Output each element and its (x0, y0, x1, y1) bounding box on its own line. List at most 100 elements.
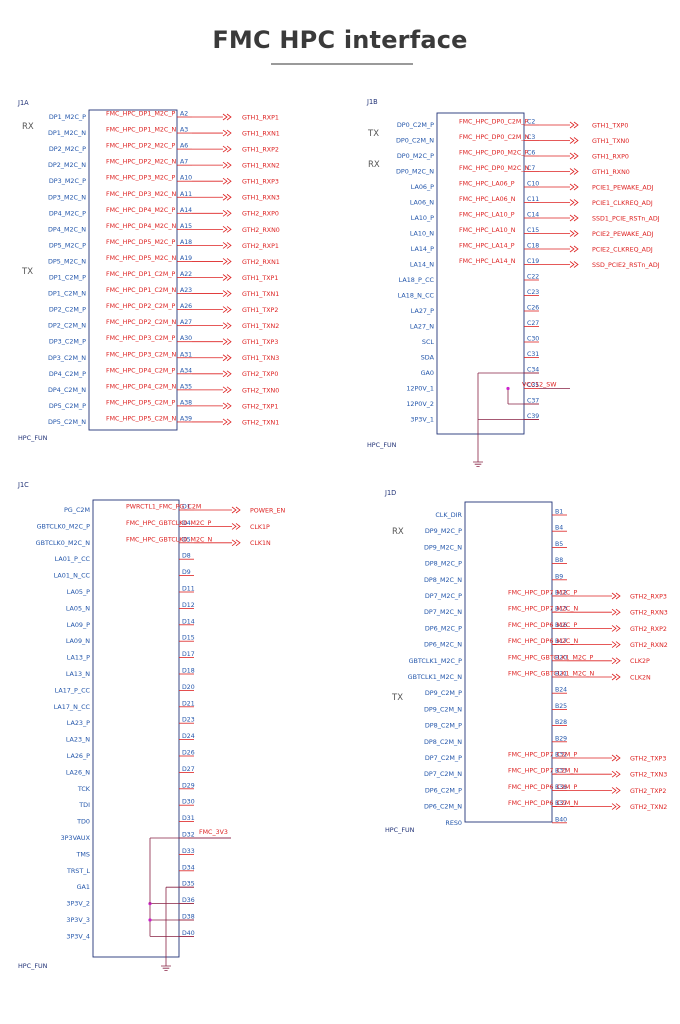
block-j1b-group-label-tx: TX (367, 129, 379, 139)
j1b-vcc12-net-label: VCC12_SW (522, 382, 557, 389)
block-j1a-pin-a22-net-label: FMC_HPC_DP1_C2M_P (106, 271, 175, 278)
block-j1c-pin-d17-number: D17 (182, 651, 195, 658)
block-j1b-pin-c19-net-label: FMC_HPC_LA14_N (459, 258, 516, 265)
block-j1a-pin-a39-dest-label: GTH2_TXN1 (242, 419, 279, 426)
block-j1d-pin-b4-number: B4 (555, 525, 563, 532)
block-j1a-pin-a2-name: DP1_M2C_P (49, 113, 86, 121)
block-j1c-pin-d18-name: LA13_N (66, 670, 90, 678)
block-j1b-pin-c11-offpage-arrow (569, 199, 579, 206)
block-j1a-pin-a7-number: A7 (180, 159, 188, 166)
block-j1a-pin-a11-name: DP3_M2C_N (48, 193, 86, 201)
block-j1c-pin-d38-name: 3P3V_3 (66, 916, 90, 924)
block-j1d-pin-b37-net-label: FMC_HPC_DP6_C2M_N (508, 800, 578, 807)
block-j1a-pin-a31-dest-label: GTH1_TXN3 (242, 355, 279, 362)
block-j1d-pin-b29-name: DP8_C2M_N (424, 738, 462, 746)
block-j1a-pin-a7-name: DP2_M2C_N (48, 161, 86, 169)
block-j1d-pin-b33-dest-label: GTH2_TXN3 (630, 772, 667, 779)
block-j1a-pin-a2-dest-label: GTH1_RXP1 (242, 114, 279, 121)
block-j1d-pin-b9-number: B9 (555, 573, 563, 580)
block-j1b-pin-c2-offpage-arrow (569, 121, 579, 129)
block-j1b-pin-c14-offpage-arrow (569, 214, 579, 222)
block-j1d-pin-b36-offpage-arrow (611, 787, 621, 794)
block-j1c-pin-d31-name: TD0 (76, 818, 90, 826)
block-j1d-pin-b36-dest-label: GTH2_TXP2 (630, 788, 666, 795)
block-j1b-pin-c27-name: LA27_N (410, 323, 434, 331)
block-j1a-pin-a38-net-label: FMC_HPC_DP5_C2M_P (106, 399, 175, 406)
block-j1b-pin-c30-name: SCL (422, 338, 435, 346)
block-j1c-pin-d11-number: D11 (182, 586, 195, 593)
block-j1a-pin-a30-dest-label: GTH1_TXP3 (242, 339, 278, 346)
j1c-ground-symbol (161, 965, 171, 971)
block-j1b-ref-label: J1B (366, 98, 378, 106)
block-j1b-pin-c2-number: C2 (527, 119, 535, 126)
block-j1b-pin-c37-name: 12P0V_2 (406, 400, 434, 408)
block-j1d-pin-b37-number: B37 (555, 800, 567, 807)
block-j1d-pin-b36-name: DP6_C2M_P (425, 786, 462, 794)
block-j1b-pin-c31-name: SDA (421, 354, 435, 362)
block-j1c-pin-d1-name: PG_C2M (64, 506, 90, 514)
block-j1d-pin-b28-name: DP8_C2M_P (425, 722, 462, 730)
block-j1a-pin-a30-offpage-arrow (222, 338, 232, 346)
block-j1a-pin-a30-number: A30 (180, 335, 192, 342)
block-j1c-pin-d21-number: D21 (182, 700, 195, 707)
block-j1d-pin-b32-dest-label: GTH2_TXP3 (630, 755, 666, 762)
block-j1a-pin-a27-net-label: FMC_HPC_DP2_C2M_N (106, 319, 176, 326)
block-j1b-pin-c3-dest-label: GTH1_TXN0 (592, 138, 629, 145)
block-j1a-pin-a2-number: A2 (180, 111, 188, 118)
block-j1d-pin-b24-number: B24 (555, 687, 567, 694)
block-j1b-pin-c7-offpage-arrow (569, 168, 579, 175)
block-j1d-pin-b24-name: DP9_C2M_P (425, 689, 462, 697)
block-j1d-pin-b40-number: B40 (555, 816, 567, 823)
block-j1b-pin-c23-number: C23 (527, 289, 539, 296)
block-j1a-pin-a11-dest-label: GTH1_RXN3 (242, 195, 280, 202)
block-j1a-pin-a23-number: A23 (180, 287, 192, 294)
block-j1a-pin-a10-net-label: FMC_HPC_DP3_M2C_P (106, 175, 175, 182)
block-j1a-pin-a35-net-label: FMC_HPC_DP4_C2M_N (106, 383, 176, 390)
block-j1c-pin-d4-dest-label: CLK1P (250, 524, 270, 531)
block-j1b-pin-c15-offpage-arrow (569, 230, 579, 237)
title-underline (271, 63, 413, 65)
block-j1c-pin-d31-number: D31 (182, 815, 195, 822)
block-j1a-pin-a30-name: DP3_C2M_P (49, 338, 86, 346)
block-j1a-pin-a6-number: A6 (180, 143, 188, 150)
block-j1d-pin-b28-number: B28 (555, 719, 567, 726)
block-j1d-pin-b21-net-label: FMC_HPC_GBTCLK1_M2C_N (508, 671, 595, 678)
block-j1d-pin-b21-number: B21 (555, 671, 567, 678)
block-j1c-pin-d32-number: D32 (182, 832, 195, 839)
block-j1d-pin-b20-net-label: FMC_HPC_GBTCLK1_M2C_P (508, 654, 594, 661)
block-j1a-pin-a31-number: A31 (180, 351, 192, 358)
block-j1b-pin-c18-number: C18 (527, 243, 539, 250)
block-j1d-pin-b9-name: DP8_M2C_N (424, 576, 462, 584)
block-j1a-pin-a14-offpage-arrow (222, 209, 232, 217)
block-j1b-pin-c19-offpage-arrow (569, 261, 579, 268)
block-j1b-pin-c6-dest-label: GTH1_RXP0 (592, 153, 629, 160)
block-j1d-pin-b20-offpage-arrow (611, 657, 621, 665)
block-j1d-pin-b13-number: B13 (555, 606, 567, 613)
block-j1d-pin-b37-offpage-arrow (611, 803, 621, 810)
block-j1a-pin-a23-dest-label: GTH1_TXN1 (242, 291, 279, 298)
block-j1c-pin-d4-net-label: FMC_HPC_GBTCLK0_M2C_P (126, 520, 212, 527)
block-j1d-group-label-tx: TX (391, 693, 403, 703)
block-j1b-pin-c14-name: LA10_P (411, 214, 434, 222)
block-j1c-pin-d36-name: 3P3V_2 (66, 900, 90, 908)
block-j1d-pin-b16-offpage-arrow (611, 625, 621, 632)
block-j1a-pin-a14-net-label: FMC_HPC_DP4_M2C_P (106, 207, 175, 214)
block-j1d-pin-b17-net-label: FMC_HPC_DP6_M2C_N (508, 638, 578, 645)
block-j1c-pin-d15-name: LA09_N (66, 637, 90, 645)
block-j1a-pin-a15-offpage-arrow (222, 226, 232, 233)
block-j1d-pin-b12-net-label: FMC_HPC_DP7_M2C_P (508, 590, 577, 597)
block-j1c-pin-d1-net-label: PWRCTL1_FMC_PG_C2M (126, 504, 201, 511)
block-j1a-pin-a35-offpage-arrow (222, 386, 232, 394)
block-j1c-pin-d8-number: D8 (182, 553, 191, 560)
block-j1b-pin-c2-dest-label: GTH1_TXP0 (592, 122, 628, 129)
block-j1c-pin-d34-name: TRST_L (66, 867, 90, 875)
block-j1a-pin-a39-net-label: FMC_HPC_DP5_C2M_N (106, 415, 176, 422)
block-j1b-pin-c30-number: C30 (527, 336, 539, 343)
block-j1b-pin-c7-name: DP0_M2C_N (396, 168, 434, 176)
block-j1c-pin-d5-net-label: FMC_HPC_GBTCLK0_M2C_N (126, 536, 213, 543)
block-j1c-pin-d5-name: GBTCLK0_M2C_N (36, 539, 91, 547)
block-j1c-pin-d5-offpage-arrow (231, 539, 241, 547)
block-j1c-pin-d8-name: LA01_P_CC (55, 555, 91, 563)
block-j1d-ref-label: J1D (384, 489, 396, 497)
block-j1a-pin-a35-number: A35 (180, 383, 192, 390)
